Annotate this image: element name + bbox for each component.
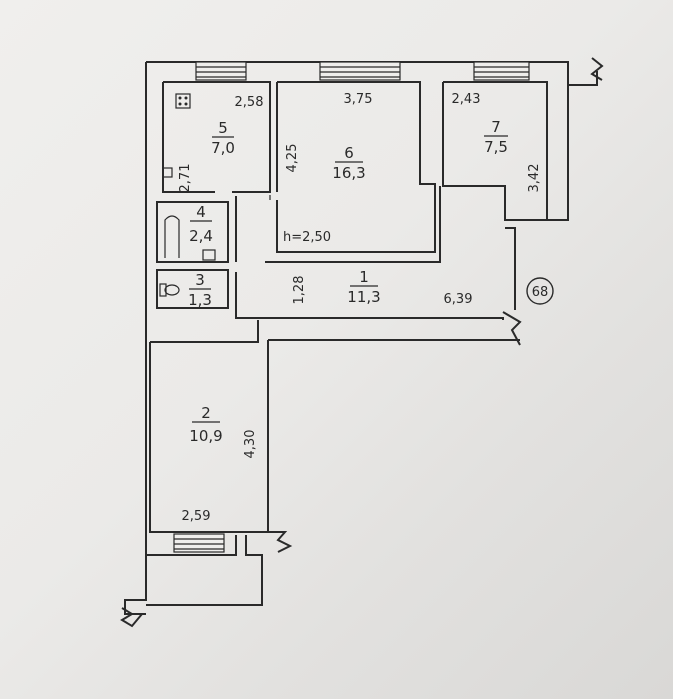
sink-icon (162, 167, 173, 178)
corridor-right-wall (504, 85, 569, 221)
room-4-number: 4 (196, 203, 206, 221)
dim-room5-depth: 2,71 (178, 164, 193, 193)
room-4-walls (156, 201, 229, 263)
toilet-icon (159, 283, 180, 297)
door-room6 (269, 195, 278, 205)
dim-room7-width: 2,43 (452, 92, 481, 107)
apartment-number-circle (526, 277, 554, 305)
break-mark-room2 (268, 531, 293, 553)
bathtub-icon (164, 215, 216, 261)
dim-room6-depth: 4,25 (285, 144, 300, 173)
room-1-number: 1 (359, 268, 369, 286)
room-1-area: 11,3 (347, 288, 380, 306)
room-3-area: 1,3 (188, 291, 212, 309)
room-5-walls (162, 81, 271, 193)
dim-corridor-width: 1,28 (292, 276, 307, 305)
ceiling-height: h=2,50 (283, 230, 331, 245)
window-room5 (195, 61, 247, 81)
dim-room2-depth: 4,30 (243, 430, 258, 459)
dim-room5-width: 2,58 (235, 95, 264, 110)
balcony-walls (146, 535, 263, 606)
room-5-number: 5 (218, 119, 228, 137)
corridor-walls (235, 186, 516, 320)
room-4-area: 2,4 (189, 227, 213, 245)
dim-room6-width: 3,75 (344, 92, 373, 107)
break-mark-bottom-left (120, 607, 143, 628)
room-6-walls (276, 81, 436, 253)
stove-icon (175, 93, 191, 109)
room-5-area: 7,0 (211, 139, 235, 157)
dim-room2-width: 2,59 (182, 509, 211, 524)
apartment-number: 68 (532, 285, 549, 300)
room-2-walls (149, 320, 520, 533)
dim-corridor-length: 6,39 (444, 292, 473, 307)
room-2-number: 2 (201, 404, 211, 422)
room-7-number: 7 (491, 118, 501, 136)
room-7-area: 7,5 (484, 138, 508, 156)
dim-room7-depth: 3,42 (527, 164, 542, 193)
room-3-walls (156, 269, 229, 309)
entrance-door-wall (502, 311, 522, 346)
room-2-area: 10,9 (189, 427, 222, 445)
room-6-number: 6 (344, 144, 354, 162)
window-room2 (173, 533, 225, 553)
room-3-number: 3 (195, 271, 205, 289)
break-mark-top-right (590, 57, 604, 81)
room-6-area: 16,3 (332, 164, 365, 182)
window-room6 (319, 61, 401, 81)
window-room7 (473, 61, 530, 81)
